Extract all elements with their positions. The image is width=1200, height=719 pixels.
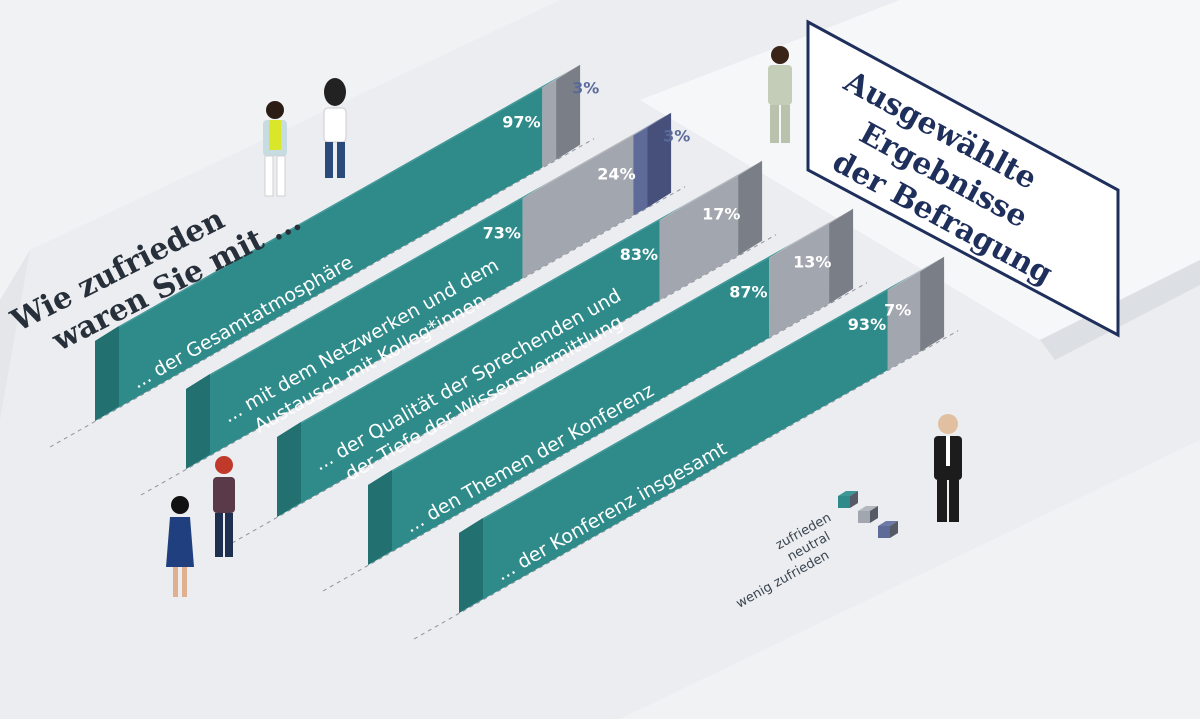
legend-cube-side [870, 506, 878, 523]
legend-cube-neutral [858, 511, 870, 523]
bar-top-neutral [769, 208, 854, 258]
guide-lines [49, 138, 959, 640]
bar-segment-neutral [542, 79, 557, 168]
value-label-neutral: 3% [572, 79, 599, 98]
bar-start-face [95, 326, 119, 421]
value-label-neutral: 17% [702, 205, 740, 224]
guide-line [413, 330, 959, 640]
bar-end-face [647, 112, 672, 208]
guide-line [322, 282, 868, 592]
legend-cube-top [878, 521, 898, 526]
value-label-neutral: 7% [884, 301, 911, 320]
person-man-light-shirt [263, 101, 287, 197]
bar-start-face [186, 374, 210, 469]
bar-top-neutral [887, 256, 945, 290]
bar-start-face [368, 470, 392, 565]
value-label-zufrieden: 97% [502, 113, 540, 132]
bar-top-zufrieden [95, 72, 567, 341]
legend-cube-side [850, 491, 858, 508]
person-woman-blue-dress [166, 496, 194, 597]
bar-end-face [738, 160, 763, 256]
value-label-neutral: 13% [793, 253, 831, 272]
bar-end-face [556, 64, 581, 160]
legend-cube-wenig-zufrieden [878, 526, 890, 538]
bar-top-zufrieden [277, 205, 684, 437]
bar-segment-zufrieden [186, 198, 523, 470]
bar-end-face [920, 256, 945, 352]
person-woman-long-hair [323, 78, 347, 178]
value-label-zufrieden: 87% [729, 283, 767, 302]
legend-cube-top [838, 491, 858, 496]
bar-segment-neutral [769, 223, 830, 338]
bar-segment-zufrieden [95, 87, 543, 421]
bar-segment-neutral [522, 135, 634, 279]
bar-segment-zufrieden [459, 290, 888, 613]
bar-start-face [459, 518, 483, 613]
bar-segment-zufrieden [368, 257, 770, 565]
bar-top-neutral [542, 64, 581, 88]
value-label-zufrieden: 93% [848, 315, 886, 334]
legend-cube-top [858, 506, 878, 511]
guide-line [231, 234, 777, 544]
value-label-neutral: 24% [597, 165, 635, 184]
bar-top-wenig-zufrieden [633, 112, 672, 136]
bar-segment-wenig-zufrieden [633, 127, 648, 216]
legend-cube-zufrieden [838, 496, 850, 508]
person-man-black-suit [934, 414, 962, 522]
legend-cube-side [890, 521, 898, 538]
value-label-zufrieden: 83% [620, 245, 658, 264]
bar-top-neutral [659, 160, 763, 221]
value-label-wenig-zufrieden: 3% [663, 127, 690, 146]
bar-segment-neutral [659, 175, 739, 301]
bar-top-zufrieden [186, 183, 547, 389]
guide-line [49, 138, 595, 448]
person-woman-red-hair [213, 456, 235, 557]
bar-top-zufrieden [459, 275, 912, 533]
bar-start-face [277, 422, 301, 517]
bar-end-face [829, 208, 854, 304]
person-man-grey-suit [768, 46, 792, 143]
value-label-zufrieden: 73% [483, 223, 521, 242]
bar-segment-zufrieden [277, 220, 660, 517]
guide-line [140, 186, 686, 496]
bar-segment-neutral [887, 271, 921, 370]
bar-top-zufrieden [368, 242, 794, 485]
bar-top-neutral [522, 120, 658, 199]
